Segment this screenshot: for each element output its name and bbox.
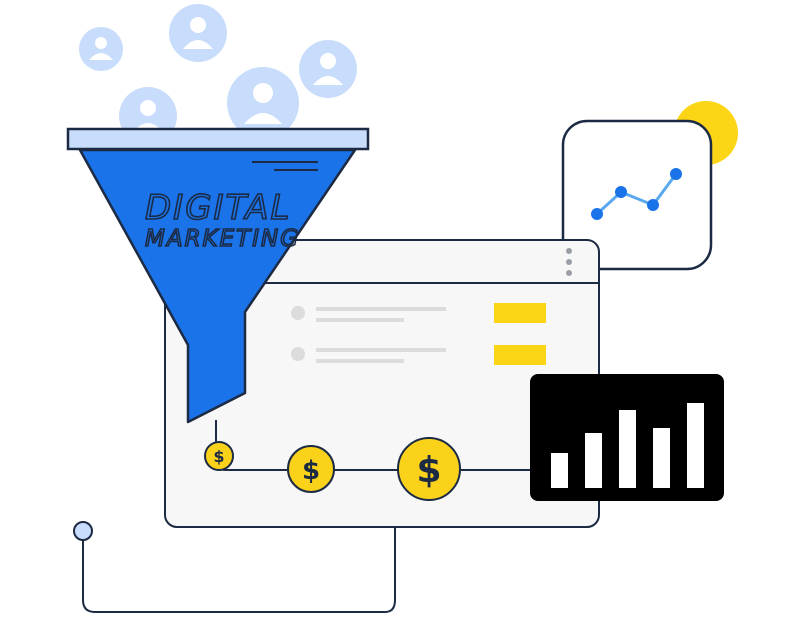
list-item-badge	[494, 345, 546, 365]
more-vertical-icon[interactable]	[566, 248, 572, 276]
bar-chart-bar	[687, 403, 704, 488]
svg-text:$: $	[416, 450, 441, 491]
list-item-badge	[494, 303, 546, 323]
user-avatar-icon	[227, 67, 299, 139]
connector-line	[73, 521, 396, 613]
svg-text:$: $	[302, 456, 320, 486]
user-avatar-icon	[79, 27, 123, 71]
bar-chart-bar	[653, 428, 670, 488]
list-item	[291, 303, 546, 323]
user-avatar-icon	[299, 40, 357, 98]
bar-chart-bar	[551, 453, 568, 488]
coin-medium: $	[287, 445, 335, 493]
svg-text:$: $	[213, 447, 224, 466]
bar-chart-bar	[619, 410, 636, 488]
connector-node	[73, 521, 93, 541]
browser-window	[164, 239, 600, 528]
coin-small: $	[204, 441, 234, 471]
trend-chart-card	[561, 119, 713, 271]
bar-chart-card	[530, 374, 724, 501]
list-item	[291, 345, 546, 365]
funnel-title: DIGITAL	[145, 188, 291, 228]
bar-chart-bar	[585, 433, 602, 488]
bar-chart-icon	[551, 403, 704, 488]
coin-large: $	[397, 437, 461, 501]
user-avatar-icon	[169, 4, 227, 62]
funnel-subtitle: MARKETING	[145, 226, 300, 252]
funnel: DIGITAL MARKETING	[78, 148, 357, 424]
line-trend-icon	[591, 168, 682, 220]
funnel-rim	[66, 127, 370, 151]
